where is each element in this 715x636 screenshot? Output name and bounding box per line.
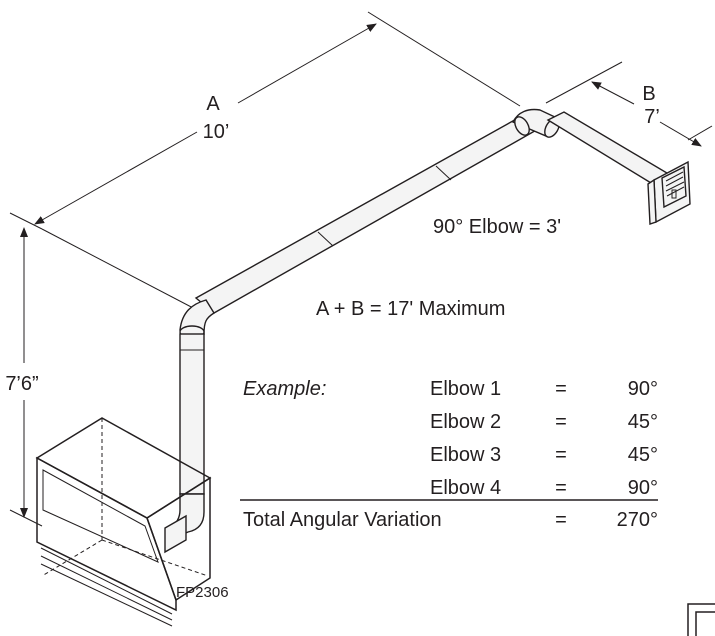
- extension-line-b-right: [687, 125, 713, 141]
- row-4-eq: =: [555, 477, 567, 499]
- dimension-line-b-upper: [591, 81, 635, 105]
- example-heading: Example:: [243, 378, 326, 400]
- row-1-label: Elbow 1: [430, 378, 501, 400]
- row-2-eq: =: [555, 411, 567, 433]
- pipe-segment-a: [194, 111, 549, 314]
- corner-mark-inner: [695, 611, 715, 636]
- max-length-note: A + B = 17' Maximum: [316, 298, 505, 320]
- hidden-edge-side: [101, 539, 209, 577]
- fireplace-unit: [35, 417, 212, 627]
- row-2-value: 45°: [628, 411, 658, 433]
- grille-slat-3: [665, 181, 685, 192]
- elbow-top: [179, 299, 215, 335]
- dimension-b-length: 7’: [644, 106, 660, 128]
- dimension-a: A 10’: [9, 11, 521, 311]
- unit-front: [36, 456, 177, 612]
- dimension-line-a-left: [34, 131, 198, 225]
- louver-3: [40, 563, 173, 627]
- extension-line-b-left: [545, 61, 623, 104]
- vent-riser: [169, 299, 215, 542]
- grille-slat-1: [665, 171, 684, 182]
- louver-1: [40, 547, 173, 615]
- pipe-joint-2: [435, 165, 452, 181]
- row-3-label: Elbow 3: [430, 444, 501, 466]
- dimension-b: B 7’: [545, 61, 713, 147]
- elbow-corner-collar-1: [514, 116, 530, 136]
- total-eq: =: [555, 509, 567, 531]
- extension-line-a-left: [9, 212, 43, 230]
- row-3-value: 45°: [628, 444, 658, 466]
- example-table: Example: Elbow 1 = 90° Elbow 2 = 45° Elb…: [240, 378, 658, 531]
- vent-collar: [164, 514, 187, 554]
- grille-slat-2: [665, 176, 684, 187]
- termination-cap: [647, 160, 691, 225]
- dimension-a-length: 10’: [203, 121, 230, 143]
- louver-2: [40, 555, 173, 621]
- total-value: 270°: [617, 509, 658, 531]
- unit-glass-frame: [42, 469, 159, 563]
- dimension-line-b-lower: [659, 121, 702, 147]
- cap-tag: [671, 189, 677, 199]
- dimension-line-a-right: [237, 23, 377, 104]
- elbow-rule-note: 90° Elbow = 3': [433, 216, 561, 238]
- hidden-edge-front: [41, 539, 103, 577]
- pipe-joint-1: [317, 231, 334, 247]
- corner-mark-outer: [687, 603, 715, 636]
- dimension-b-letter: B: [642, 83, 655, 105]
- riser-pipe: [179, 333, 205, 495]
- dimension-height: 7’6”: [5, 227, 43, 527]
- total-label: Total Angular Variation: [243, 509, 442, 531]
- figure-code: FP2306: [176, 584, 229, 601]
- extension-line-a-lower: [41, 228, 198, 311]
- vent-pipe-run-a: [194, 108, 560, 314]
- row-1-value: 90°: [628, 378, 658, 400]
- row-2-label: Elbow 2: [430, 411, 501, 433]
- cap-side: [647, 178, 657, 225]
- row-4-label: Elbow 4: [430, 477, 501, 499]
- dimension-a-letter: A: [206, 93, 220, 115]
- dimension-height-label: 7’6”: [5, 373, 38, 395]
- row-3-eq: =: [555, 444, 567, 466]
- row-1-eq: =: [555, 378, 567, 400]
- row-4-value: 90°: [628, 477, 658, 499]
- extension-line-a-right: [367, 11, 521, 107]
